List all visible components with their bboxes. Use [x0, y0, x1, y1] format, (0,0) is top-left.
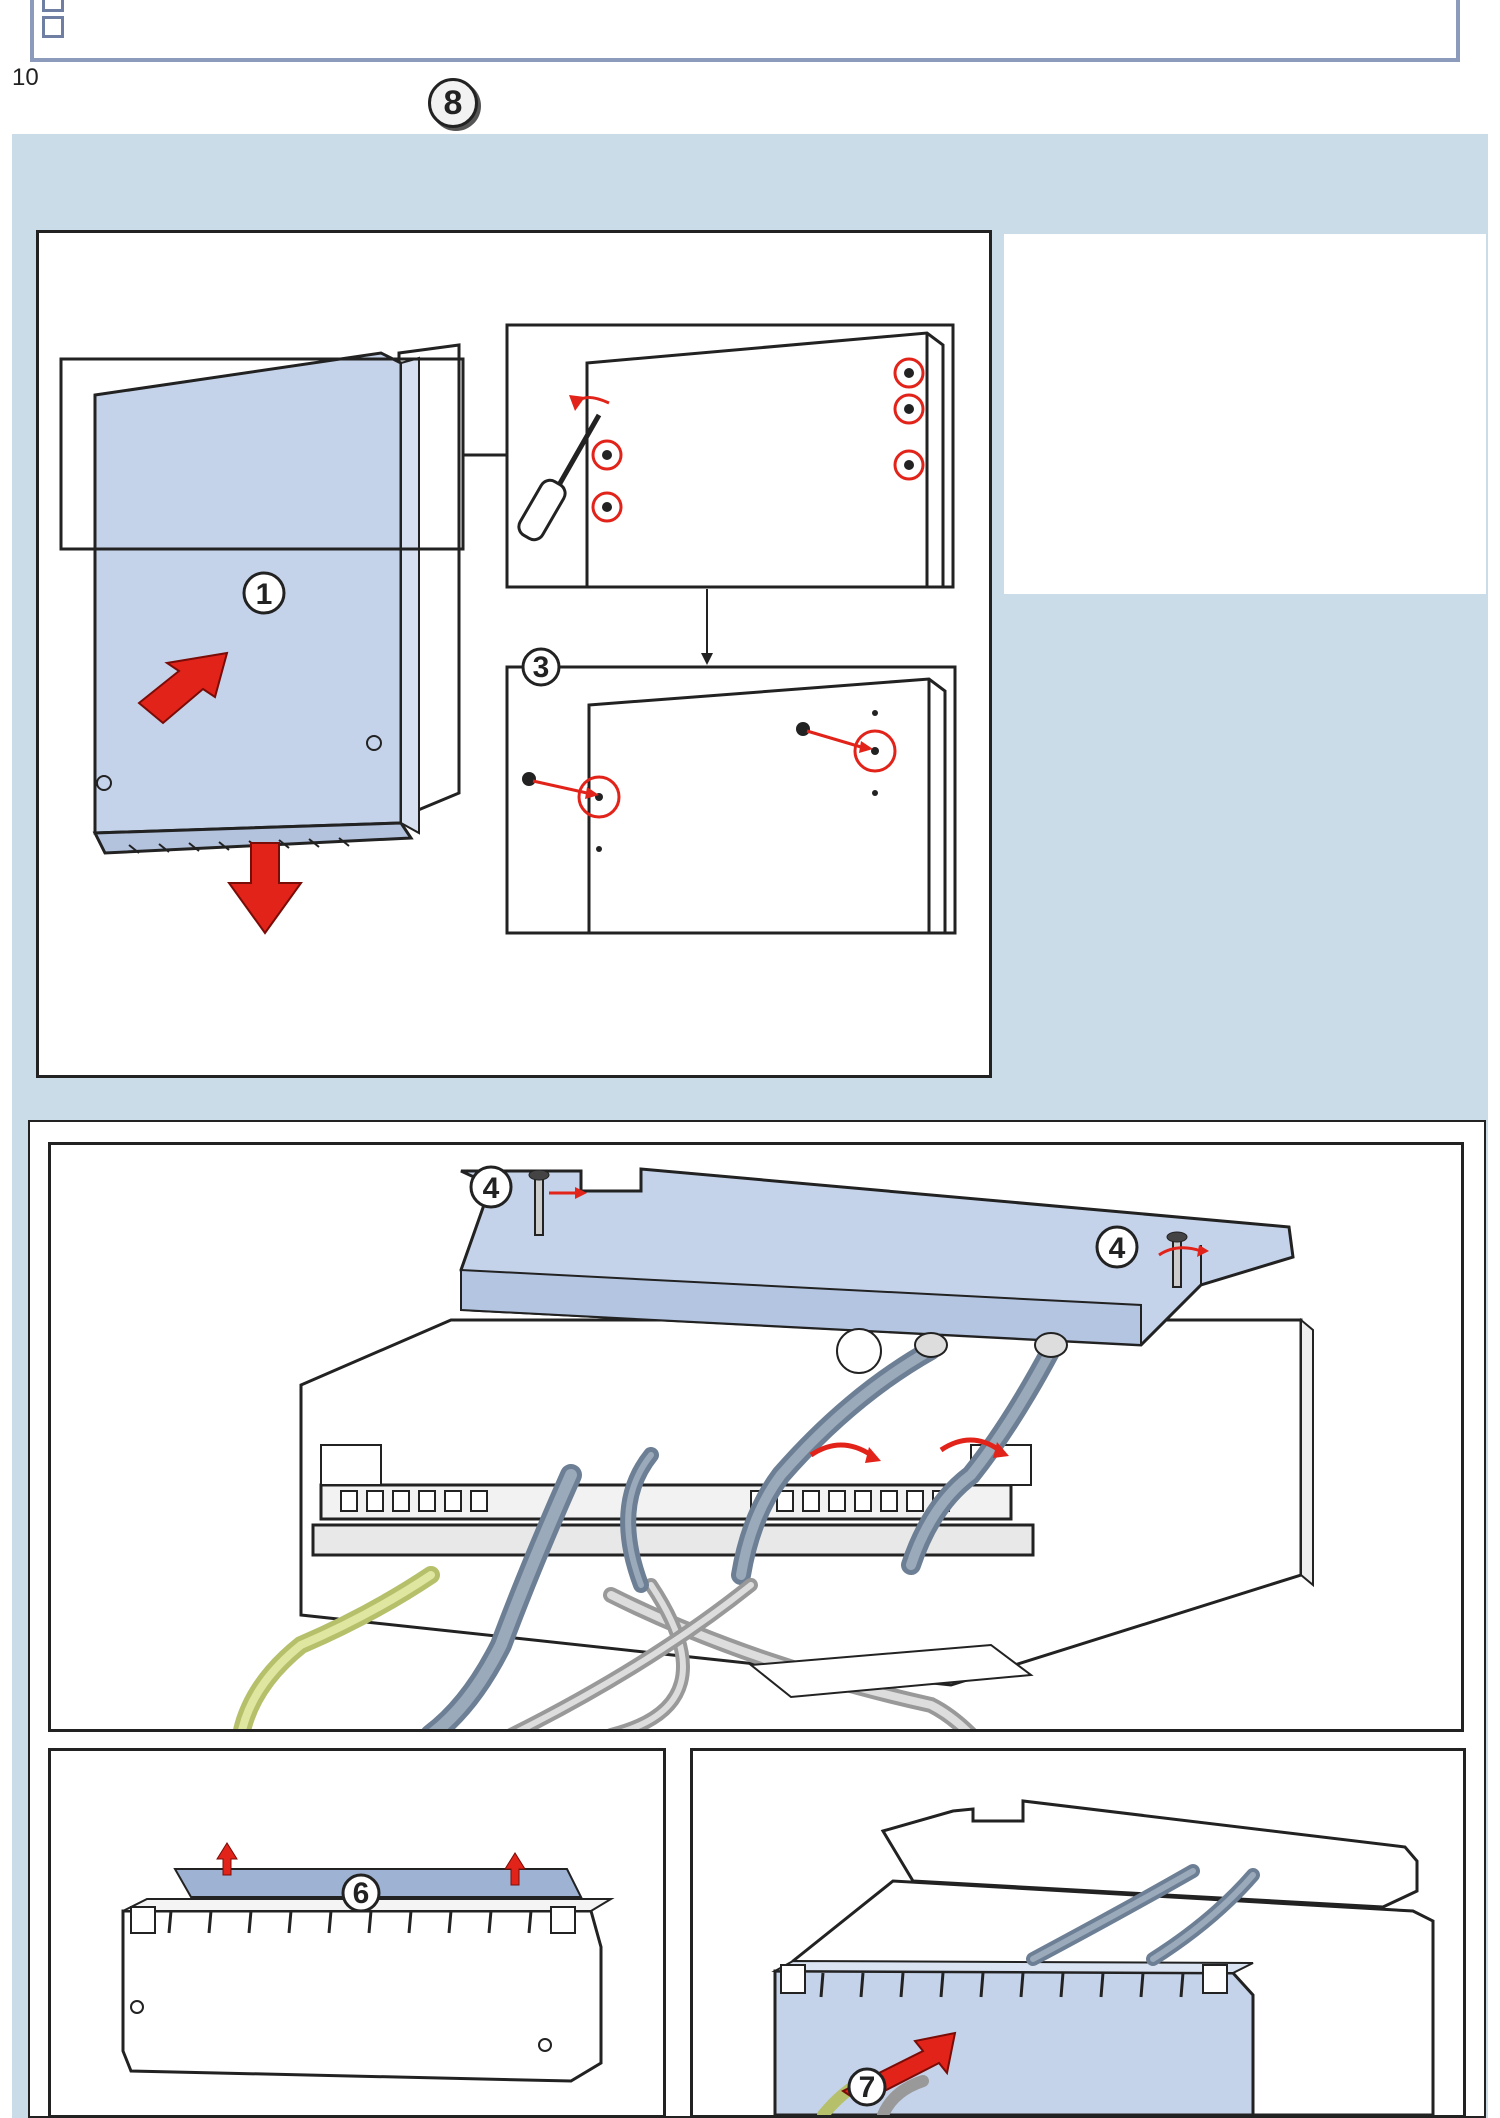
checkbox[interactable] — [42, 16, 64, 38]
checkbox[interactable] — [42, 0, 64, 12]
slide-down-arrow-icon — [229, 843, 301, 933]
figure-cable-strip: 6 — [48, 1748, 666, 2118]
callout-4b-label: 4 — [1109, 1232, 1126, 1265]
callout-6-label: 6 — [353, 1877, 370, 1910]
callout-6: 6 — [343, 1875, 379, 1911]
callout-4b: 4 — [1097, 1227, 1137, 1267]
checklist-box — [30, 0, 1460, 62]
cover-removal-illustration: 1 — [39, 233, 989, 1075]
figure-cover-install: 7 — [690, 1748, 1466, 2118]
callout-1: 1 — [244, 573, 284, 613]
callout-7-label: 7 — [859, 2071, 876, 2104]
cover-install-illustration: 7 — [693, 1751, 1463, 2115]
terminal-wiring-illustration: 4 4 — [51, 1145, 1461, 1729]
figure-terminal-cover: 4 4 — [48, 1142, 1464, 1732]
figure-remove-cover: 1 — [36, 230, 992, 1078]
callout-4a-label: 4 — [483, 1172, 500, 1205]
callout-1-label: 1 — [256, 578, 273, 611]
callout-4a: 4 — [471, 1167, 511, 1207]
cable-strip-illustration: 6 — [51, 1751, 663, 2115]
callout-3: 3 — [523, 649, 559, 685]
page-number: 10 — [12, 64, 39, 92]
callout-3-label: 3 — [533, 651, 550, 684]
note-box — [1004, 234, 1486, 594]
callout-7: 7 — [849, 2069, 885, 2105]
step-number-badge: 8 — [428, 78, 478, 128]
